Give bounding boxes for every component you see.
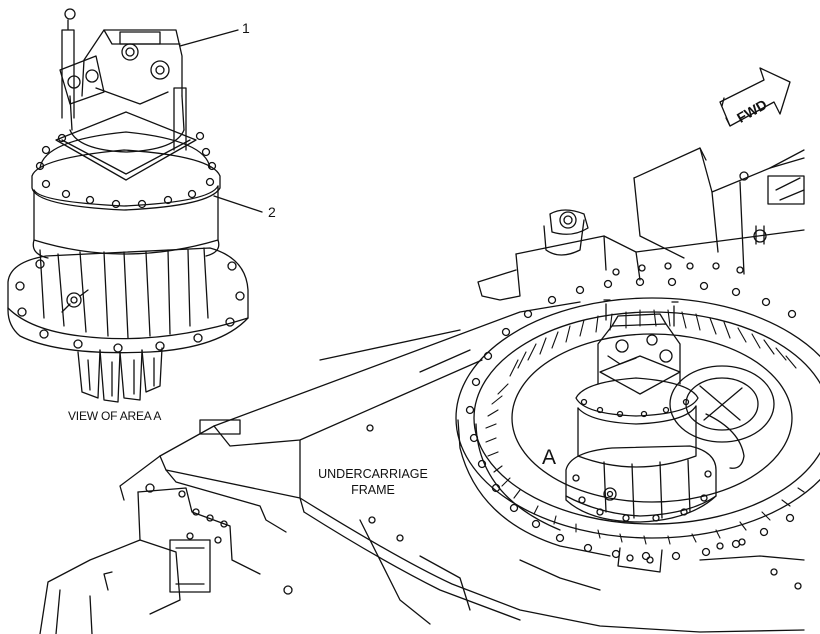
mounting-flange-icon	[7, 247, 249, 354]
swing-bearing-ring-icon	[455, 277, 820, 561]
installed-swing-drive-icon	[565, 299, 745, 523]
frame-label-line-1: UNDERCARRIAGE	[318, 467, 428, 481]
leader-line-1	[179, 29, 239, 47]
fwd-arrow-icon	[719, 67, 791, 127]
gearbox-housing-icon	[31, 131, 221, 259]
ring-gear-inner-icon	[669, 365, 775, 443]
callout-number-2: 2	[268, 204, 276, 220]
view-caption: VIEW OF AREA A	[68, 409, 162, 423]
area-marker: A	[542, 446, 557, 469]
frame-label-line-2: FRAME	[351, 483, 395, 497]
leader-line-2	[213, 195, 263, 213]
undercarriage-frame-label: UNDERCARRIAGE FRAME	[310, 466, 436, 498]
upper-structure-icon	[477, 147, 805, 301]
swing-motor-icon	[55, 8, 197, 181]
callout-number-1: 1	[242, 20, 250, 36]
detail-swing-drive-icon	[7, 8, 263, 403]
pinion-gear-icon	[77, 347, 163, 403]
undercarriage-frame-icon	[39, 301, 805, 634]
